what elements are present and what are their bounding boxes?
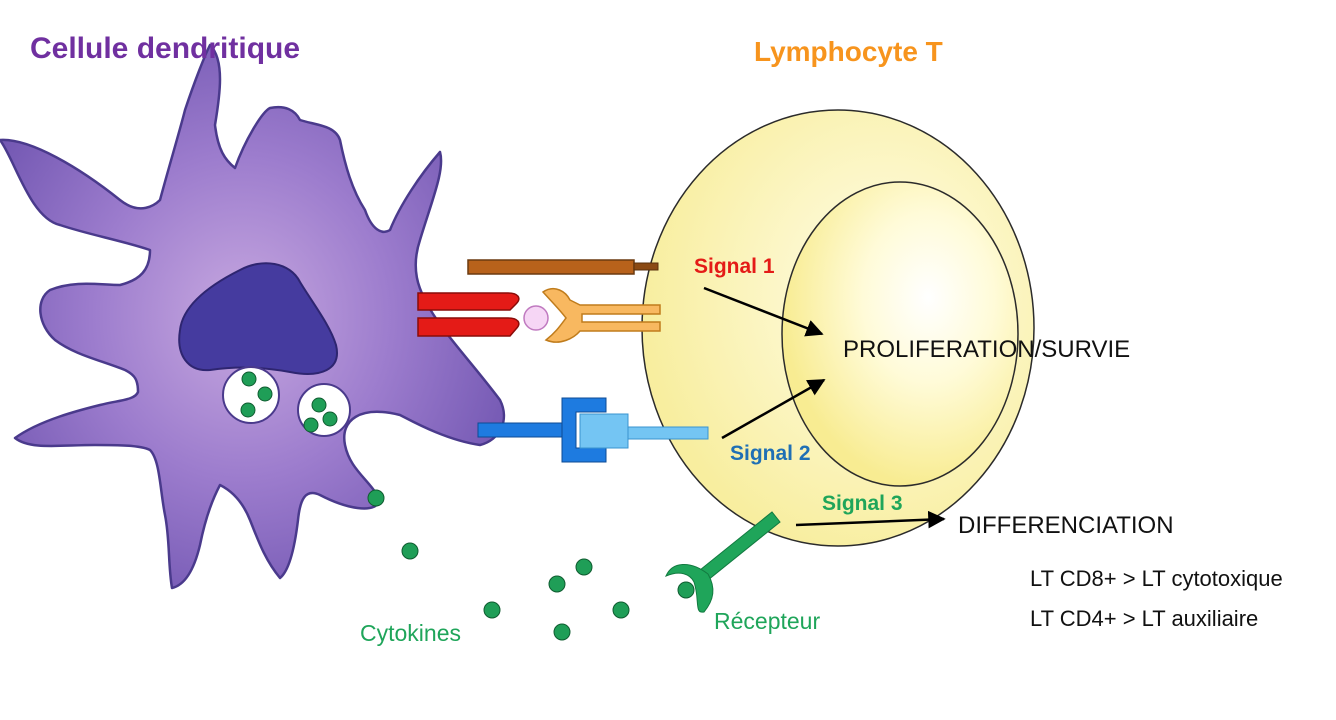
cytokine-dot [548,575,566,593]
dendritic-cell-title: Cellule dendritique [30,32,301,65]
antigen-peptide [523,305,549,331]
costimulatory-molecule [477,397,607,463]
cytokine-receptor [665,511,781,613]
proliferation-label: PROLIFERATION/SURVIE [843,336,1131,363]
cytokine-dot [677,581,695,599]
signal3-arrow [795,510,946,529]
released-cytokines [367,489,630,641]
tcr-receptor [541,288,661,343]
receptor-label: Récepteur [714,608,821,634]
cytokine-vesicle [297,383,351,437]
cytokine-dot [401,542,419,560]
cytokines-label: Cytokines [360,620,461,646]
cytokine-dot [612,601,630,619]
differentiation-label: DIFFERENCIATION [958,512,1174,539]
cd28-receptor [579,413,709,449]
cd4-label: LT CD4+ > LT auxiliaire [1030,606,1259,631]
brown-molecule [467,259,659,275]
cytokine-vesicle [222,366,280,424]
signal1-label: Signal 1 [694,255,775,278]
lymphocyte-title: Lymphocyte T [754,36,943,67]
cytokine-dot [575,558,593,576]
cytokine-dot [367,489,385,507]
signal3-label: Signal 3 [822,492,903,515]
signal2-label: Signal 2 [730,442,811,465]
cd8-label: LT CD8+ > LT cytotoxique [1030,566,1283,591]
signal2-arrow [721,378,826,440]
dendritic-cell-nucleus [178,262,338,375]
lymphocyte-nucleus [781,181,1019,487]
cytokine-dot [553,623,571,641]
mhc-molecule [417,292,520,337]
cytokine-dot [483,601,501,619]
signal1-arrow [703,286,824,337]
